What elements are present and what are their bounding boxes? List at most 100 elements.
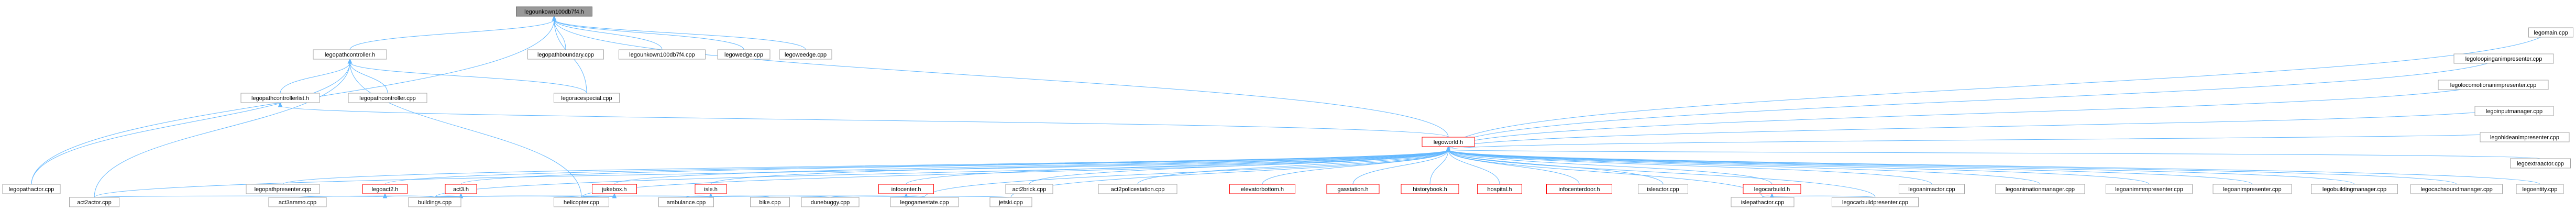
- node-act2actor[interactable]: act2actor.cpp: [69, 197, 119, 207]
- node-box: [313, 49, 387, 60]
- node-animationmanager[interactable]: legoanimationmanager.cpp: [1995, 184, 2085, 194]
- node-pathctl-h[interactable]: legopathcontroller.h: [313, 49, 387, 60]
- edge-arrowhead-carbuildpresenter-to-world_h: [1446, 146, 1451, 151]
- node-act2policestation[interactable]: act2policestation.cpp: [1098, 184, 1177, 194]
- node-entity[interactable]: legoentity.cpp: [2516, 184, 2564, 194]
- node-pathactor[interactable]: legopathactor.cpp: [2, 184, 61, 194]
- node-label: legoanimationmanager.cpp: [2006, 186, 2075, 193]
- node-inputmanager[interactable]: legoinputmanager.cpp: [2474, 106, 2554, 116]
- node-isleactor[interactable]: isleactor.cpp: [1638, 184, 1688, 194]
- edge-dunebuggy-to-infocenter_h: [830, 195, 907, 198]
- node-gasstation-h[interactable]: gasstation.h: [1326, 184, 1380, 194]
- node-extraactor[interactable]: legoextraactor.cpp: [2510, 158, 2571, 169]
- node-act3ammo[interactable]: act3ammo.cpp: [268, 197, 327, 207]
- edge-wedge_cpp-to-root: [554, 19, 744, 50]
- node-bike[interactable]: bike.cpp: [750, 197, 790, 207]
- node-cachesoundmanager[interactable]: legocachsoundmanager.cpp: [2410, 184, 2503, 194]
- node-wedge-cpp[interactable]: legowedge.cpp: [717, 49, 770, 60]
- node-box: [268, 197, 327, 207]
- node-box: [1401, 184, 1459, 194]
- edge-entity-to-world_h: [1448, 149, 2540, 185]
- node-buildings[interactable]: buildings.cpp: [408, 197, 461, 207]
- edge-buildingmanager-to-world_h: [1448, 149, 2355, 185]
- node-infocenterdoor-h[interactable]: infocenterdoor.h: [1546, 184, 1612, 194]
- node-animactor[interactable]: legoanimactor.cpp: [1899, 184, 1965, 194]
- nodes-layer: legounkown100db7f4.h legopathcontroller.h…: [2, 6, 2573, 207]
- node-label: legopathcontrollerlist.h: [251, 95, 309, 102]
- edge-racespecial-to-pathctl_h: [349, 62, 587, 94]
- node-isleactor2[interactable]: islepathactor.cpp: [1731, 197, 1795, 207]
- node-label: infocenterdoor.h: [1559, 186, 1600, 193]
- node-box: [695, 184, 727, 194]
- node-label: legomain.cpp: [2534, 30, 2568, 36]
- node-label: legopathcontroller.h: [325, 52, 375, 58]
- node-loopinganimpresenter[interactable]: legoloopinganimpresenter.cpp: [2453, 53, 2554, 64]
- node-box: [717, 49, 770, 60]
- node-buildingmanager[interactable]: legobuildingmanager.cpp: [2311, 184, 2398, 194]
- node-label: dunebuggy.cpp: [811, 199, 850, 206]
- node-label: islepathactor.cpp: [1741, 199, 1785, 206]
- node-box: [1743, 184, 1801, 194]
- node-carbuildpresenter[interactable]: legocarbuildpresenter.cpp: [1832, 197, 1919, 207]
- node-racespecial[interactable]: legoracespecial.cpp: [554, 93, 620, 103]
- node-box: [2474, 106, 2554, 116]
- node-legoact2-h[interactable]: legoact2.h: [362, 184, 408, 194]
- node-label: legoweedge.cpp: [785, 52, 827, 58]
- node-elevbottom-h[interactable]: elevatorbottom.h: [1229, 184, 1295, 194]
- node-act2brick[interactable]: act2brick.cpp: [1005, 184, 1053, 194]
- node-weedge-cpp[interactable]: legoweedge.cpp: [779, 49, 832, 60]
- edge-animactor-to-world_h: [1448, 149, 1932, 185]
- node-label: legopathcontroller.cpp: [359, 95, 416, 102]
- node-label: legopathpresenter.cpp: [255, 186, 312, 193]
- node-pathbound[interactable]: legopathboundary.cpp: [527, 49, 604, 60]
- node-legomain[interactable]: legomain.cpp: [2528, 27, 2573, 38]
- edge-extraactor-to-world_h: [1448, 149, 2541, 159]
- edge-cachesoundmanager-to-world_h: [1448, 149, 2457, 185]
- node-pathctl-cpp[interactable]: legopathcontroller.cpp: [348, 93, 427, 103]
- node-label: legoloopinganimpresenter.cpp: [2465, 56, 2542, 62]
- node-isle-h[interactable]: isle.h: [695, 184, 727, 194]
- node-label: elevatorbottom.h: [1241, 186, 1284, 193]
- node-hospital-h[interactable]: hospital.h: [1477, 184, 1522, 194]
- edge-buildings-to-world_h: [434, 149, 1449, 198]
- node-box: [1477, 184, 1522, 194]
- node-box: [240, 93, 320, 103]
- node-jukebox-h[interactable]: jukebox.h: [592, 184, 637, 194]
- node-animpresenter[interactable]: legoanimpresenter.cpp: [2212, 184, 2292, 194]
- node-ambulance[interactable]: ambulance.cpp: [658, 197, 714, 207]
- node-historybook-h[interactable]: historybook.h: [1401, 184, 1459, 194]
- node-label: jukebox.h: [601, 186, 626, 193]
- node-dunebuggy[interactable]: dunebuggy.cpp: [801, 197, 860, 207]
- edge-loopinganimpresenter-to-world_h: [1448, 53, 2504, 150]
- node-box: [2410, 184, 2503, 194]
- node-label: jetski.cpp: [998, 199, 1023, 206]
- node-box: [445, 184, 477, 194]
- edge-helicopter-to-pathctl_h: [349, 62, 582, 198]
- node-locomotionanimpresenter[interactable]: legolocomotionanimpresenter.cpp: [2438, 80, 2549, 90]
- node-pathlist-h[interactable]: legopathcontrollerlist.h: [240, 93, 320, 103]
- node-animmmpresenter[interactable]: legoanimmmpresenter.cpp: [2106, 184, 2193, 194]
- node-label: legocarbuild.h: [1754, 186, 1790, 193]
- edge-hideanimpresenter-to-world_h: [1448, 132, 2525, 150]
- node-root: legounkown100db7f4.h: [516, 6, 592, 17]
- node-hideanimpresenter[interactable]: legohideanimpresenter.cpp: [2480, 132, 2570, 142]
- node-box: [1098, 184, 1177, 194]
- node-act3-h[interactable]: act3.h: [445, 184, 477, 194]
- node-infocenter-h[interactable]: infocenter.h: [878, 184, 934, 194]
- node-label: legoentity.cpp: [2522, 186, 2557, 193]
- node-carbuild-h[interactable]: legocarbuild.h: [1743, 184, 1801, 194]
- node-box: [554, 197, 609, 207]
- node-helicopter[interactable]: helicopter.cpp: [554, 197, 609, 207]
- edges-layer: [31, 15, 2551, 198]
- node-unk-cpp[interactable]: legounkown100db7f4.cpp: [619, 49, 706, 60]
- node-pathpresenter[interactable]: legopathpresenter.cpp: [246, 184, 320, 194]
- edge-world_h-to-pathlist_h: [280, 105, 1449, 138]
- node-box: [1422, 137, 1475, 147]
- node-label: act2actor.cpp: [77, 199, 111, 206]
- edge-pathactor-to-pathctl_h: [31, 62, 350, 185]
- node-label: ambulance.cpp: [667, 199, 706, 206]
- node-world-h[interactable]: legoworld.h: [1422, 137, 1475, 147]
- node-gamestate[interactable]: legogamestate.cpp: [890, 197, 959, 207]
- node-jetski[interactable]: jetski.cpp: [989, 197, 1032, 207]
